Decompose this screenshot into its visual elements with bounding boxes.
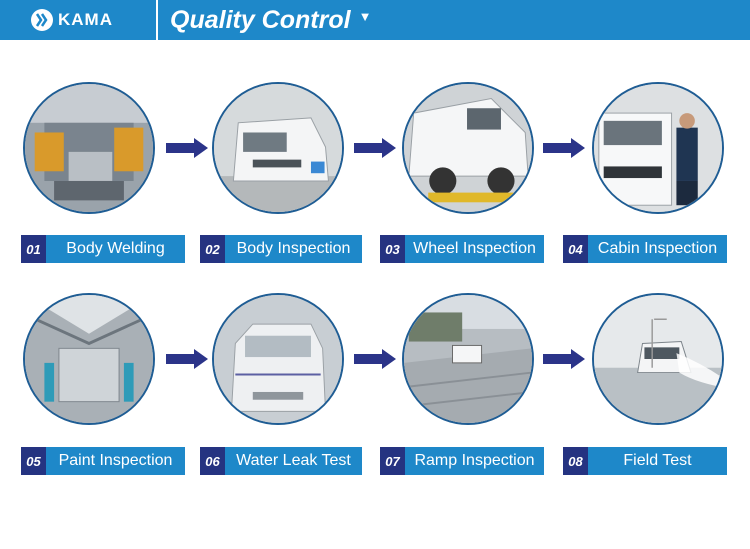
step-number: 05 [21,447,46,475]
water-leak-test-photo [212,293,344,425]
step-title: Field Test [623,452,692,469]
brand-logo[interactable]: KAMA [0,0,158,40]
step-number: 04 [563,235,588,263]
step-number: 01 [21,235,46,263]
wheel-inspection-photo [402,82,534,214]
arrow-right-icon [354,138,396,158]
step-label-body-inspection: 02 Body Inspection [200,235,362,263]
step-title: Cabin Inspection [597,240,718,257]
step-label-body-welding: 01 Body Welding [21,235,185,263]
arrow-right-icon [166,349,208,369]
field-test-photo [592,293,724,425]
chevron-down-icon: ▼ [358,9,372,25]
step-title: Water Leak Test [236,452,351,469]
step-number: 02 [200,235,225,263]
arrow-right-icon [354,349,396,369]
arrow-right-icon [166,138,208,158]
step-label-field-test: 08 Field Test [563,447,727,475]
step-label-cabin-inspection: 04 Cabin Inspection [563,235,727,263]
step-title: Wheel Inspection [413,240,536,257]
arrow-right-icon [543,349,585,369]
cabin-inspection-photo [592,82,724,214]
step-label-paint-inspection: 05 Paint Inspection [21,447,185,475]
body-welding-photo [23,82,155,214]
step-title: Body Inspection [236,240,351,257]
step-label-water-leak-test: 06 Water Leak Test [200,447,362,475]
step-number: 06 [200,447,225,475]
step-number: 03 [380,235,405,263]
step-number: 07 [380,447,405,475]
paint-inspection-photo [23,293,155,425]
step-title: Ramp Inspection [414,452,535,469]
arrow-right-icon [543,138,585,158]
page-title[interactable]: Quality Control ▼ [170,5,371,36]
step-title: Paint Inspection [58,452,173,469]
step-label-wheel-inspection: 03 Wheel Inspection [380,235,544,263]
kama-logo-icon [31,9,53,31]
brand-name: KAMA [58,10,113,29]
step-number: 08 [563,447,588,475]
step-title: Body Welding [66,240,165,257]
page-title-text: Quality Control [170,6,351,34]
body-inspection-photo [212,82,344,214]
step-label-ramp-inspection: 07 Ramp Inspection [380,447,544,475]
header-bar: KAMA Quality Control ▼ [0,0,750,40]
ramp-inspection-photo [402,293,534,425]
